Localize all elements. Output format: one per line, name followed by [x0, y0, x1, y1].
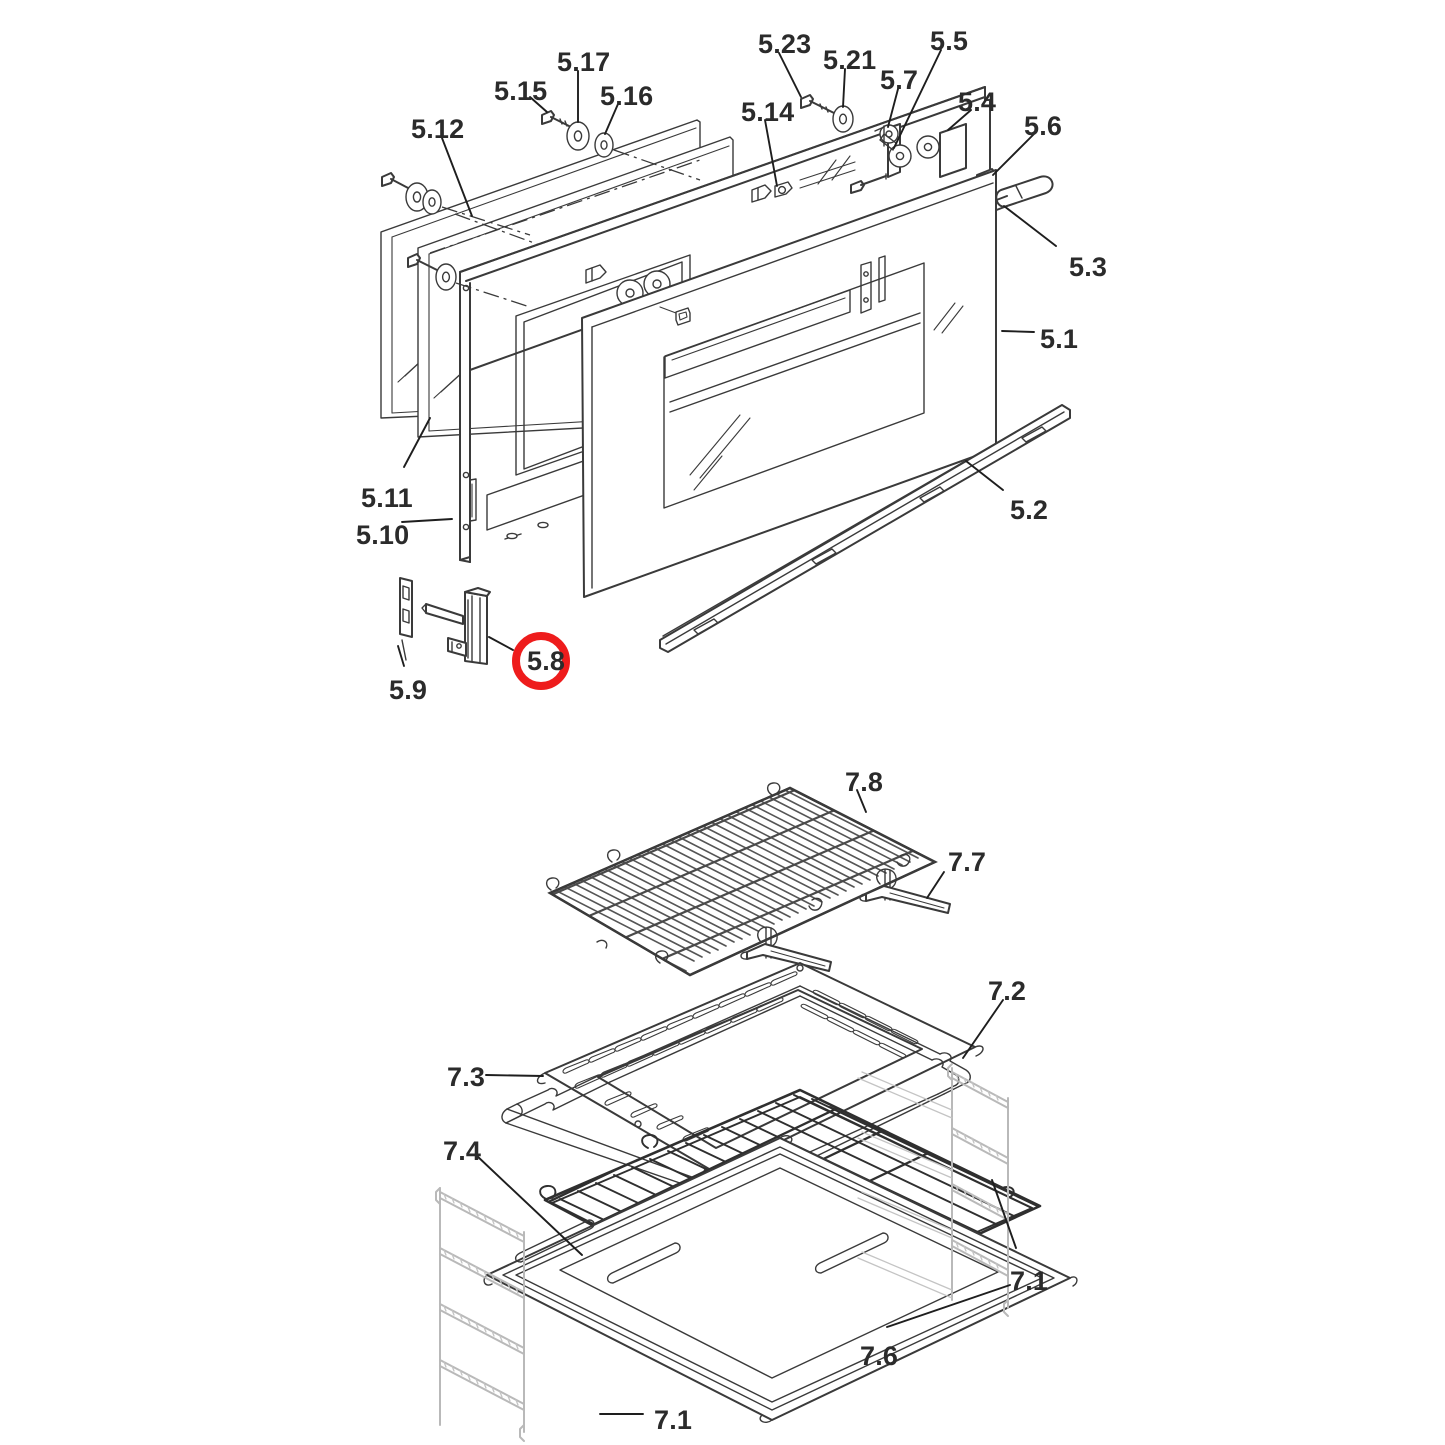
callout-label-grill-pan-trivet: 7.3: [447, 1062, 486, 1092]
callout-label-grill-grid: 7.8: [845, 767, 884, 797]
callout-label-door-latch-assembly: 5.8: [527, 646, 566, 676]
part-5-17-large-washer: [566, 121, 590, 151]
annotation-circle-5-8: [512, 632, 570, 690]
part-5-14-glass-retainer-clip: [751, 155, 856, 203]
hinge-screw-lower: [850, 173, 887, 194]
part-7-3-grill-pan-trivet: [536, 962, 984, 1176]
callout-label-door-handle: 5.3: [1069, 252, 1108, 282]
part-5-23-hinge-screw: [800, 94, 835, 114]
part-5-2-door-trim-strip: [659, 404, 1071, 653]
fastener-set-midleft: [407, 253, 531, 308]
callout-label-side-rack-right: 7.1: [1010, 1266, 1049, 1296]
callout-label-side-rack-left: 7.1: [654, 1405, 693, 1435]
callout-label-hinge-roller: 5.7: [880, 65, 919, 95]
callout-label-wire-shelf: 7.4: [443, 1136, 482, 1166]
callout-label-outer-door-glass: 5.1: [1040, 324, 1079, 354]
callout-label-rack-retaining-clip: 7.7: [948, 847, 987, 877]
part-5-21-spacer-washer: [832, 105, 854, 133]
callout-label-door-trim-strip: 5.2: [1010, 495, 1049, 525]
callout-label-latch-striker-plate: 5.9: [389, 675, 428, 705]
fastener-set-left: [381, 172, 531, 236]
callout-label-oven-door-gasket: 7.2: [988, 976, 1027, 1006]
part-5-16-small-washer: [594, 132, 614, 158]
part-7-1-side-rack-right: [857, 1063, 1009, 1317]
part-5-15-screw: [541, 110, 572, 128]
callout-label-large-washer: 5.17: [557, 47, 611, 77]
callout-label-hinge-screw: 5.23: [758, 29, 812, 59]
callout-label-grill-pan: 7.6: [860, 1341, 899, 1371]
part-7-1-side-rack-left: [435, 1187, 525, 1442]
part-7-6-grill-pan: [483, 1135, 1078, 1423]
part-7-8-grill-grid: [545, 782, 938, 977]
callout-label-hinge-bracket-right: 5.4: [958, 87, 997, 117]
callout-label-screw: 5.15: [494, 76, 548, 106]
callout-label-small-washer: 5.16: [600, 81, 654, 111]
callout-label-spacer-washer: 5.21: [823, 45, 877, 75]
callout-label-glass-retainer-clip: 5.14: [741, 97, 795, 127]
part-5-8-door-latch-assembly: [421, 587, 514, 665]
callout-label-inner-glass-panel: 5.11: [361, 483, 413, 513]
fastener-set-upper: [541, 110, 701, 181]
callout-label-middle-glass-panel: 5.12: [411, 114, 465, 144]
callout-label-handle-mount-block: 5.6: [1024, 111, 1063, 141]
callout-label-hinge-pin: 5.5: [930, 26, 969, 56]
part-5-9-latch-striker-plate: [399, 577, 413, 661]
leader-lines-cavity: [475, 789, 1017, 1415]
door-assembly-figure: [380, 49, 1071, 667]
callout-label-inner-door-panel: 5.10: [356, 520, 410, 550]
part-7-7-rack-retaining-clip: [740, 868, 951, 972]
leader-lines-door: [397, 49, 1057, 667]
